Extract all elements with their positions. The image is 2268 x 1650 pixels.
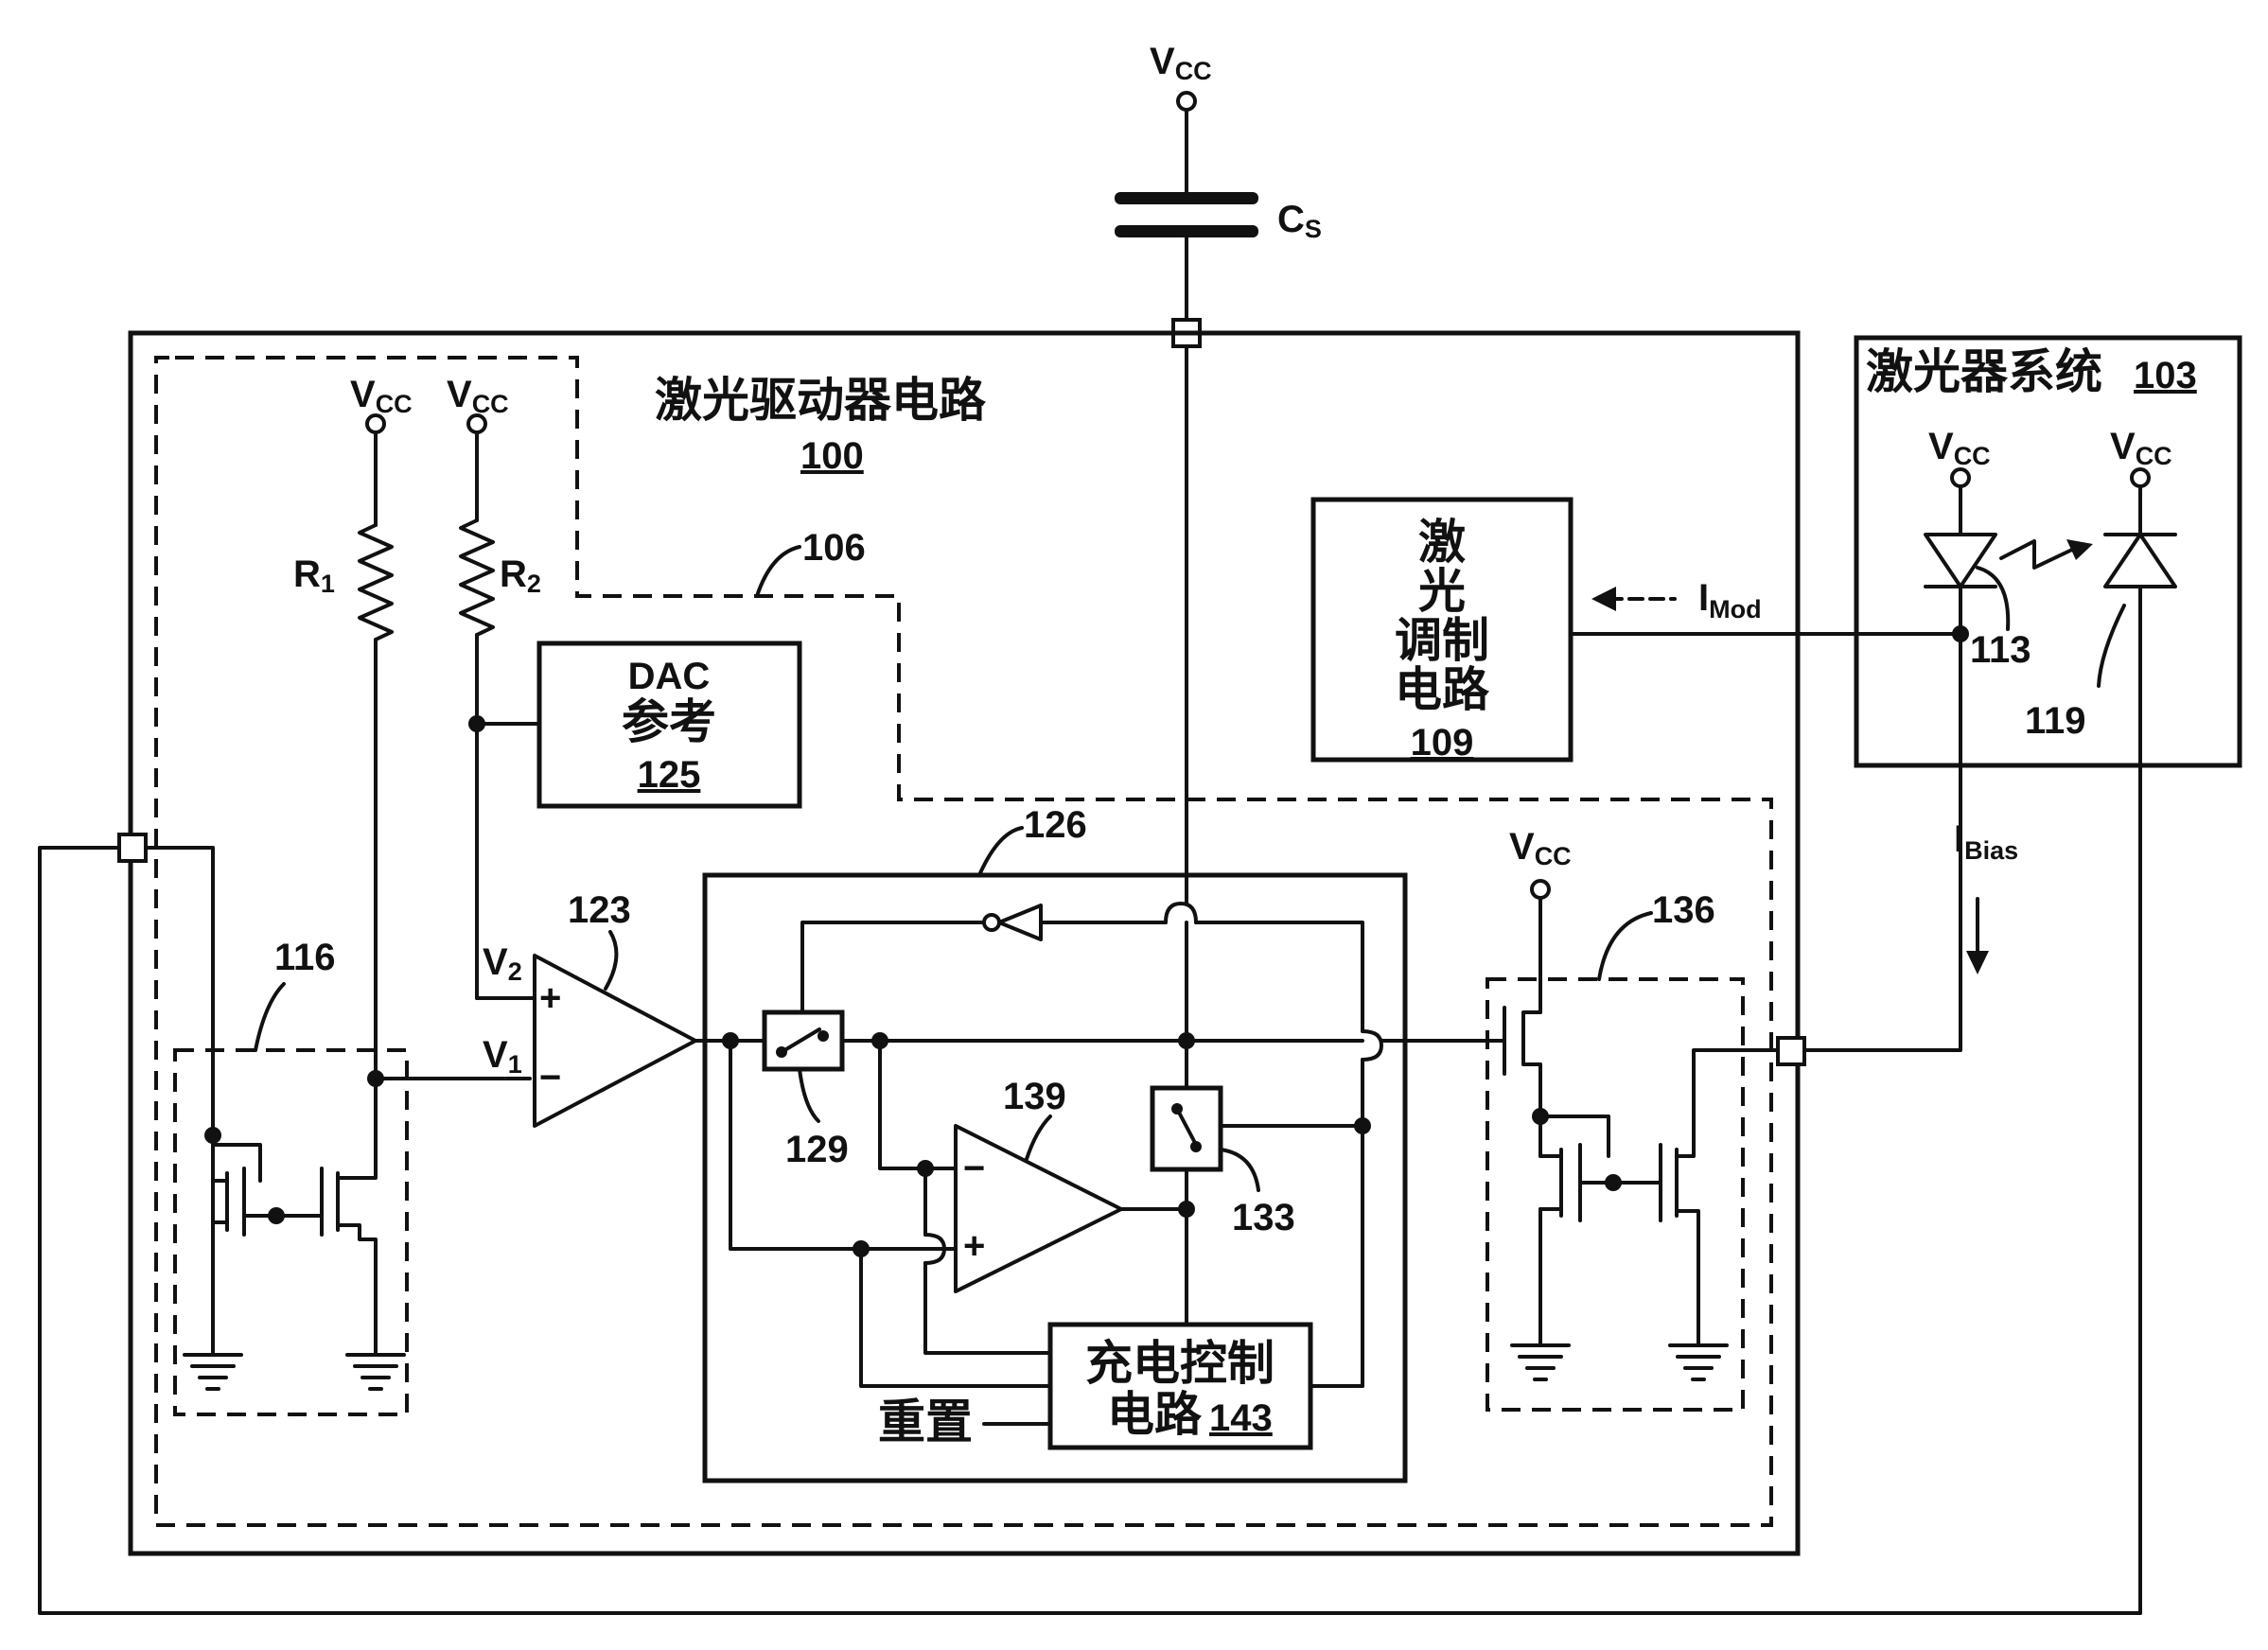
top-vcc-terminal [1176,91,1197,112]
amp123-plus: + [539,977,561,1019]
mirror-116-transistors [204,850,532,1355]
region-106 [154,356,1773,1527]
vcc-r1-terminal [365,413,386,434]
leader-133 [1219,1148,1260,1192]
reset-label: 重置 [878,1395,973,1449]
wire-crossover-opamp [923,1233,946,1265]
v2-label: V2 [483,941,522,986]
top-vcc-label: VCC [1150,41,1212,85]
ground-116-left [183,1353,243,1391]
r1-label: R1 [293,553,335,598]
laser-diode-113 [1924,533,1997,588]
vcc-119-terminal [2130,467,2151,488]
resistor-r1 [358,523,394,641]
laser-system-box [1854,335,2242,768]
leader-123 [604,930,619,991]
ground-136-right [1668,1343,1729,1381]
amp123-minus: − [539,1057,561,1098]
ground-136-left [1510,1343,1571,1381]
vcc-r2-terminal [466,413,487,434]
ref-133: 133 [1232,1197,1295,1238]
leader-129 [798,1067,820,1123]
vcc-113-terminal [1950,467,1971,488]
modulation-line1: 激 [1418,515,1466,570]
leader-119 [2097,604,2126,688]
opamp139-plus: + [963,1225,985,1267]
current-mirror-116 [173,1048,409,1416]
charge-control-sublabel: 电路 [1107,1387,1203,1442]
vcc-r2-label: VCC [447,374,509,418]
opamp139-minus: − [963,1148,985,1189]
imod-label: IMod [1698,577,1762,623]
amplifier-123 [533,954,697,1128]
imod-arrow [1591,587,1677,611]
dac-reference-box [536,641,802,809]
inverter-bubble [982,913,1001,932]
vcc-r1-label: VCC [350,374,413,418]
capacitor-plate-top [1115,192,1258,204]
leader-136 [1597,911,1653,981]
capacitor-plate-bottom [1115,225,1258,237]
ref-139: 139 [1003,1076,1066,1117]
driver-ref: 100 [800,435,864,477]
wire-crossover-top [1164,902,1198,924]
leader-139 [1025,1115,1052,1161]
opamp-139 [954,1124,1123,1293]
driver-title: 激光驱动器电路 [655,373,987,428]
ref-113: 113 [1970,629,2031,671]
modulation-ref: 109 [1411,722,1474,764]
dac-label: DAC [628,656,711,697]
photodiode-119 [2103,533,2177,588]
vcc-136-terminal [1530,879,1551,900]
wire-crossover-right [1361,1029,1383,1062]
top-vcc-supply: VCC CS [1115,41,1322,348]
resistor-r2 [459,518,495,637]
modulation-line4: 电路 [1395,662,1490,717]
dac-ref: 125 [638,754,701,796]
ground-116-right [345,1353,406,1391]
mirror-136-transistors [1488,896,1793,1345]
leader-126 [977,826,1024,877]
vcc-136-label: VCC [1509,826,1572,870]
laser-system-ref: 103 [2134,355,2197,396]
light-emission-arrow [1999,539,2076,570]
ref-116: 116 [274,937,336,978]
r2-branch: VCC R2 [447,374,541,1000]
v1-label: V1 [483,1034,522,1079]
current-mirror-136 [1486,977,1745,1412]
r2-label: R2 [500,553,541,598]
leader-106 [755,545,801,598]
ref-136: 136 [1652,889,1715,931]
cs-label: CS [1277,199,1322,243]
dac-sublabel: 参考 [622,694,716,749]
laser-system-title: 激光器系统 [1866,344,2102,399]
ibias-arrow [1966,951,1989,974]
charge-control-ref: 143 [1209,1397,1273,1439]
vcc-113-label: VCC [1928,426,1991,470]
ref-123: 123 [568,889,631,931]
modulation-line3: 调制 [1395,613,1489,668]
region-126-box [702,872,1408,1483]
ref-106: 106 [802,527,866,569]
feedback-pad [117,833,148,863]
ref-126: 126 [1024,804,1087,846]
laser-modulation-box [1310,497,1574,763]
ibias-label: IBias [1954,818,2018,865]
leader-113 [1976,566,2011,631]
bias-pad [1776,1036,1806,1066]
ref-119: 119 [2025,700,2086,742]
charge-control-label: 充电控制 [1085,1336,1275,1391]
vcc-119-label: VCC [2110,426,2172,470]
charge-control-box [1047,1322,1313,1450]
modulation-line2: 光 [1418,564,1466,619]
leader-116 [254,982,286,1052]
ref-129: 129 [785,1129,849,1170]
laser-driver-circuit-box [128,330,1801,1556]
inverter [997,904,1043,941]
r1-branch: VCC R1 [293,374,413,1024]
